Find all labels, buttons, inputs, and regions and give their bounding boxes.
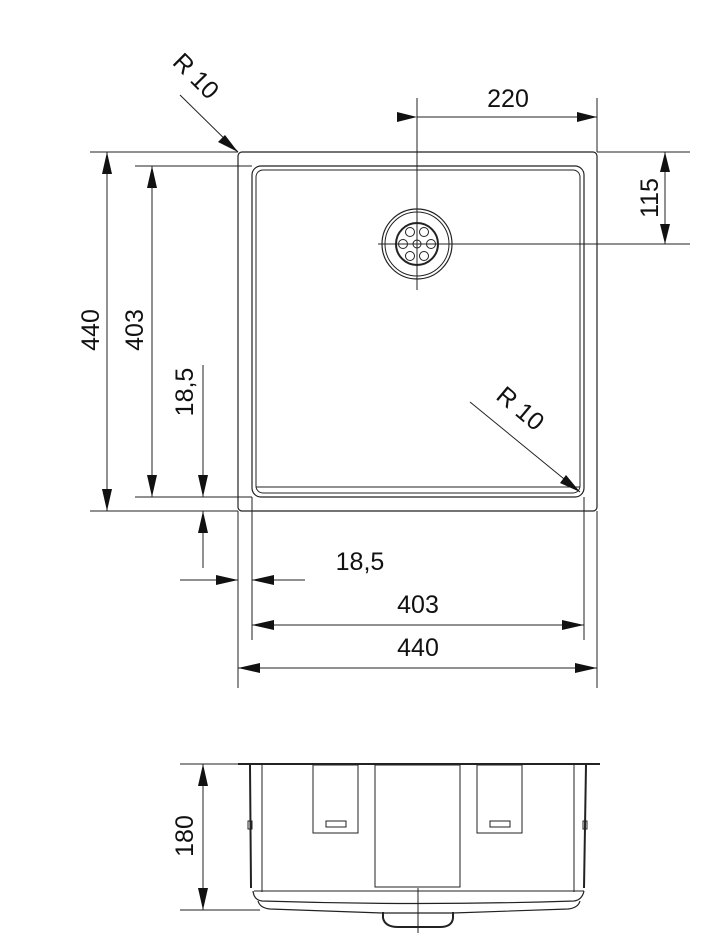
- dimension-label: 180: [171, 815, 199, 857]
- dimension-18-5-horizontal: 18,5: [180, 548, 384, 585]
- dimension-220: 220: [397, 85, 598, 152]
- dimension-label: 220: [487, 85, 529, 113]
- dimension-180: 180: [171, 763, 260, 911]
- sink-bowl-inner-edge: [255, 169, 581, 494]
- dimension-label: 18,5: [171, 368, 199, 417]
- dimension-440-vertical: 440: [77, 151, 238, 512]
- drain-outlet: [382, 912, 454, 928]
- dimension-label: R 10: [491, 381, 549, 436]
- radius-inner-callout: R 10: [469, 381, 581, 493]
- dimension-label: 403: [397, 591, 439, 619]
- dimension-label: 440: [77, 309, 105, 351]
- radius-outer-callout: R 10: [167, 48, 239, 153]
- top-view: [237, 98, 690, 512]
- dimension-440-horizontal: 440: [238, 634, 597, 673]
- sink-bowl: [251, 165, 585, 498]
- dimension-label: 18,5: [336, 548, 385, 576]
- side-view: [238, 763, 600, 933]
- dimension-label: R 10: [167, 48, 224, 105]
- dimension-label: 440: [397, 634, 439, 662]
- dimension-403-vertical: 403: [121, 165, 252, 498]
- dimension-label: 115: [636, 178, 664, 218]
- dimension-label: 403: [121, 309, 149, 351]
- dimension-115: 115: [597, 151, 690, 244]
- dimension-18-5-vertical: 18,5: [171, 365, 208, 568]
- dimension-403-horizontal: 403: [252, 591, 584, 630]
